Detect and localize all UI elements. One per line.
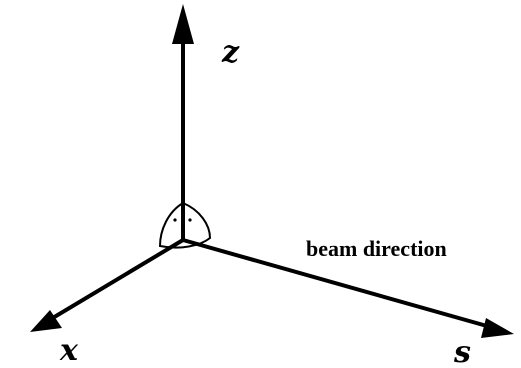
x-axis-line — [44, 238, 185, 324]
s-axis-label: s — [453, 335, 471, 368]
beam-direction-label: beam direction — [306, 236, 447, 261]
x-axis-arrowhead — [30, 310, 62, 332]
origin-symbol — [158, 201, 212, 249]
x-axis-label: x — [59, 333, 79, 368]
origin-dot — [188, 218, 192, 222]
s-axis-line — [182, 238, 495, 330]
origin-dot — [181, 236, 185, 240]
z-axis-arrowhead — [172, 4, 194, 44]
origin-dot — [173, 218, 177, 222]
s-axis-arrowhead — [481, 318, 514, 338]
z-axis-label: z — [221, 35, 240, 70]
